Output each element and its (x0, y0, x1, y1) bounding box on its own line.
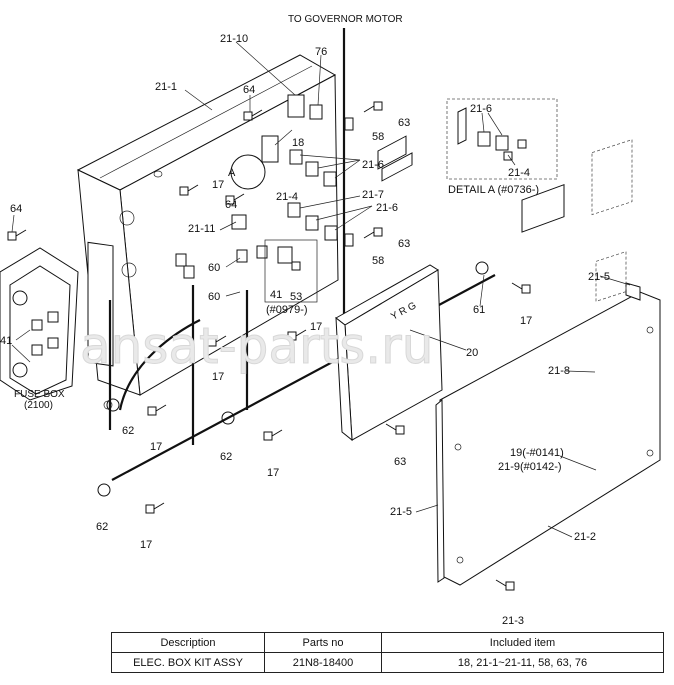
label-detail-a: DETAIL A (#0736-) (448, 184, 539, 196)
label-21-2: 21-2 (574, 531, 596, 543)
label-41-left: 41 (0, 335, 12, 347)
cable-clamps (97, 117, 489, 497)
label-21-8: 21-8 (548, 365, 570, 377)
label-60-low: 60 (208, 291, 220, 303)
label-21-4: 21-4 (276, 191, 298, 203)
watermark: ansat-parts.ru (80, 317, 433, 375)
label-60-top: 60 (208, 262, 220, 274)
label-17-ecu: 17 (310, 321, 322, 333)
cell-description: ELEC. BOX KIT ASSY (111, 652, 265, 673)
label-21-11: 21-11 (188, 223, 215, 235)
label-64-mid: 64 (225, 199, 237, 211)
label-62-low: 62 (96, 521, 108, 533)
relay-components (175, 94, 338, 279)
label-17-low: 17 (140, 539, 152, 551)
label-21-3: 21-3 (502, 615, 524, 627)
fuse-box (0, 247, 79, 401)
label-fuse-box: FUSE BOX (14, 389, 65, 400)
label-63-top: 63 (398, 117, 410, 129)
electrical-box-frame (76, 54, 339, 410)
label-0979: (#0979-) (266, 304, 308, 316)
label-18: 18 (292, 137, 304, 149)
label-A: A (228, 167, 236, 179)
label-21-5-top: 21-5 (588, 271, 610, 283)
table-row: ELEC. BOX KIT ASSY 21N8-18400 18, 21-1~2… (111, 652, 664, 673)
label-detail-21-6: 21-6 (470, 103, 492, 115)
label-62-left: 62 (122, 425, 134, 437)
detail-a (446, 98, 558, 180)
label-21-10: 21-10 (220, 33, 248, 45)
label-21-7: 21-7 (362, 189, 384, 201)
label-21-6-lower: 21-6 (376, 202, 398, 214)
label-62-mid: 62 (220, 451, 232, 463)
header-description: Description (111, 632, 265, 653)
detail-0979-box (264, 239, 318, 303)
label-21-6-mid: 21-6 (362, 159, 384, 171)
harness-branch (108, 300, 201, 430)
label-20: 20 (466, 347, 478, 359)
callout-labels: TO GOVERNOR MOTOR 21-10 76 21-1 64 18 58… (0, 14, 610, 627)
leader-lines (11, 41, 631, 538)
label-61: 61 (473, 304, 485, 316)
label-17-left: 17 (150, 441, 162, 453)
label-21-5-low: 21-5 (390, 506, 412, 518)
label-17-mid: 17 (267, 467, 279, 479)
parts-table: Description Parts no Included item ELEC.… (111, 632, 664, 673)
label-63-mid: 63 (398, 238, 410, 250)
label-19: 19(-#0141) (510, 447, 564, 459)
header-parts-no: Parts no (264, 632, 382, 653)
label-detail-21-4: 21-4 (508, 167, 530, 179)
label-58-low: 58 (372, 255, 384, 267)
label-fuse-box-number: (2100) (24, 400, 53, 411)
cell-included-item: 18, 21-1~21-11, 58, 63, 76 (381, 652, 664, 673)
label-53: 53 (290, 291, 302, 303)
bolts (7, 101, 531, 591)
cover-plate (435, 139, 661, 586)
label-21-1: 21-1 (155, 81, 177, 93)
label-17-harness: 17 (212, 371, 224, 383)
label-76: 76 (315, 46, 327, 58)
label-64-left: 64 (10, 203, 22, 215)
label-17-top: 17 (212, 179, 224, 191)
cell-parts-no: 21N8-18400 (264, 652, 382, 673)
label-64-top: 64 (243, 84, 255, 96)
label-17-right: 17 (520, 315, 532, 327)
label-58-top: 58 (372, 131, 384, 143)
label-governor: TO GOVERNOR MOTOR (288, 14, 403, 25)
parts-table-header: Description Parts no Included item (111, 632, 664, 653)
controller-ecu: Y R G (335, 135, 443, 442)
label-41-mid: 41 (270, 289, 282, 301)
header-included-item: Included item (381, 632, 664, 653)
label-21-9: 21-9(#0142-) (498, 461, 562, 473)
label-63-low: 63 (394, 456, 406, 468)
